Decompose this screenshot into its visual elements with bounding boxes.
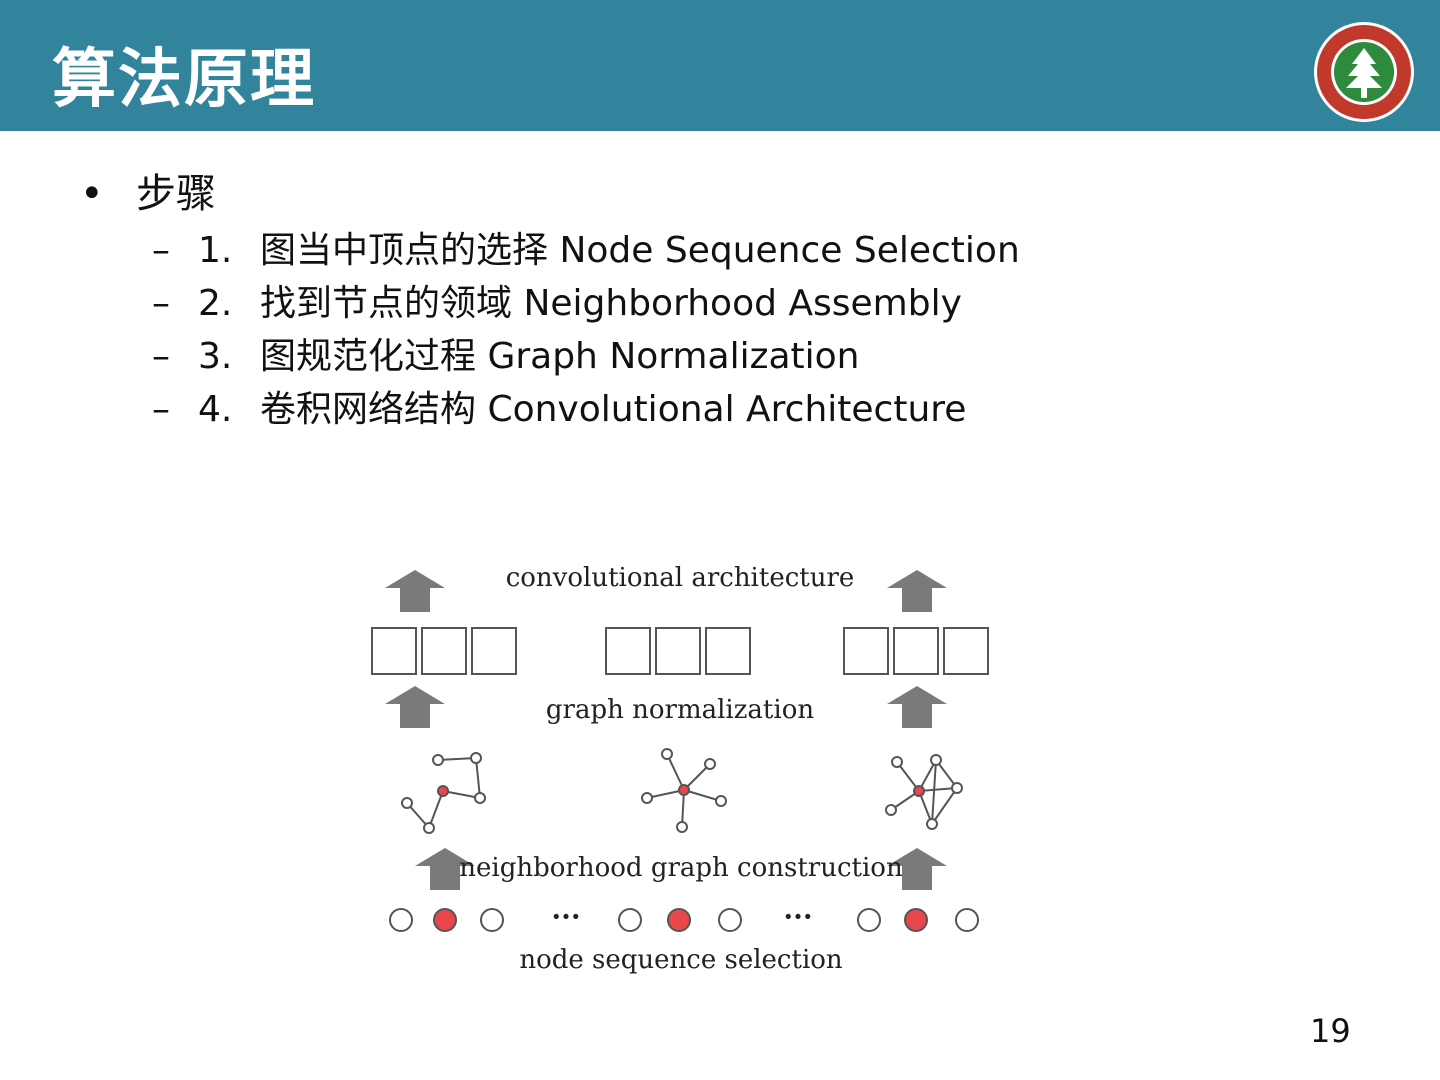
step-item: –1. 图当中顶点的选择 Node Sequence Selection — [152, 224, 1020, 277]
slide-title: 算法原理 — [52, 43, 316, 117]
up-arrow-icon — [385, 570, 445, 612]
field-box — [943, 627, 989, 675]
node — [718, 908, 742, 932]
step-item: –2. 找到节点的领域 Neighborhood Assembly — [152, 277, 1020, 330]
node — [480, 908, 504, 932]
node-selected — [433, 908, 457, 932]
step-number: 2. — [198, 283, 233, 324]
university-logo — [1314, 22, 1414, 122]
label-node-sequence-selection: node sequence selection — [519, 945, 843, 975]
step-number: 4. — [198, 389, 233, 430]
bullet-text: 步骤 — [136, 171, 216, 217]
neighborhood-graph-1 — [401, 752, 486, 834]
step-item: –3. 图规范化过程 Graph Normalization — [152, 330, 1020, 383]
up-arrow-icon — [415, 848, 475, 890]
step-item: –4. 卷积网络结构 Convolutional Architecture — [152, 383, 1020, 436]
node — [389, 908, 413, 932]
node-selected — [667, 908, 691, 932]
up-arrow-icon — [887, 570, 947, 612]
step-dash: – — [152, 283, 170, 324]
ellipsis-1: ··· — [551, 900, 580, 933]
bullet-item: • 步骤 — [80, 168, 216, 220]
step-text: 图规范化过程 Graph Normalization — [260, 336, 860, 377]
field-box — [893, 627, 939, 675]
title-bar: 算法原理 — [0, 0, 1440, 131]
label-neighborhood-graph-construction: neighborhood graph construction — [459, 853, 903, 883]
ellipsis-2: ··· — [783, 900, 812, 933]
node-selected — [904, 908, 928, 932]
pipeline-figure: convolutional architecture graph normali… — [371, 563, 989, 975]
field-box — [655, 627, 701, 675]
step-dash: – — [152, 336, 170, 377]
label-graph-normalization: graph normalization — [546, 695, 814, 725]
field-box — [421, 627, 467, 675]
step-number: 1. — [198, 230, 233, 271]
step-text: 找到节点的领域 Neighborhood Assembly — [260, 283, 962, 324]
up-arrow-icon — [385, 686, 445, 728]
receptive-field-boxes — [371, 627, 989, 675]
node — [618, 908, 642, 932]
page-number: 19 — [1310, 1012, 1351, 1050]
bullet-symbol: • — [80, 171, 104, 217]
step-text: 图当中顶点的选择 Node Sequence Selection — [260, 230, 1020, 271]
step-dash: – — [152, 230, 170, 271]
field-box — [705, 627, 751, 675]
node — [955, 908, 979, 932]
neighborhood-graph-3 — [885, 754, 963, 830]
up-arrows — [385, 570, 947, 890]
neighborhood-graph-2 — [641, 748, 727, 833]
field-box — [471, 627, 517, 675]
field-box — [371, 627, 417, 675]
node — [857, 908, 881, 932]
steps-list: –1.图当中顶点的选择 Node Sequence Selection –2.找… — [152, 224, 1020, 436]
label-convolutional-architecture: convolutional architecture — [506, 563, 855, 593]
step-number: 3. — [198, 336, 233, 377]
node-sequence — [389, 908, 979, 932]
up-arrow-icon — [887, 848, 947, 890]
step-text: 卷积网络结构 Convolutional Architecture — [260, 389, 967, 430]
field-box — [605, 627, 651, 675]
field-box — [843, 627, 889, 675]
up-arrow-icon — [887, 686, 947, 728]
step-dash: – — [152, 389, 170, 430]
